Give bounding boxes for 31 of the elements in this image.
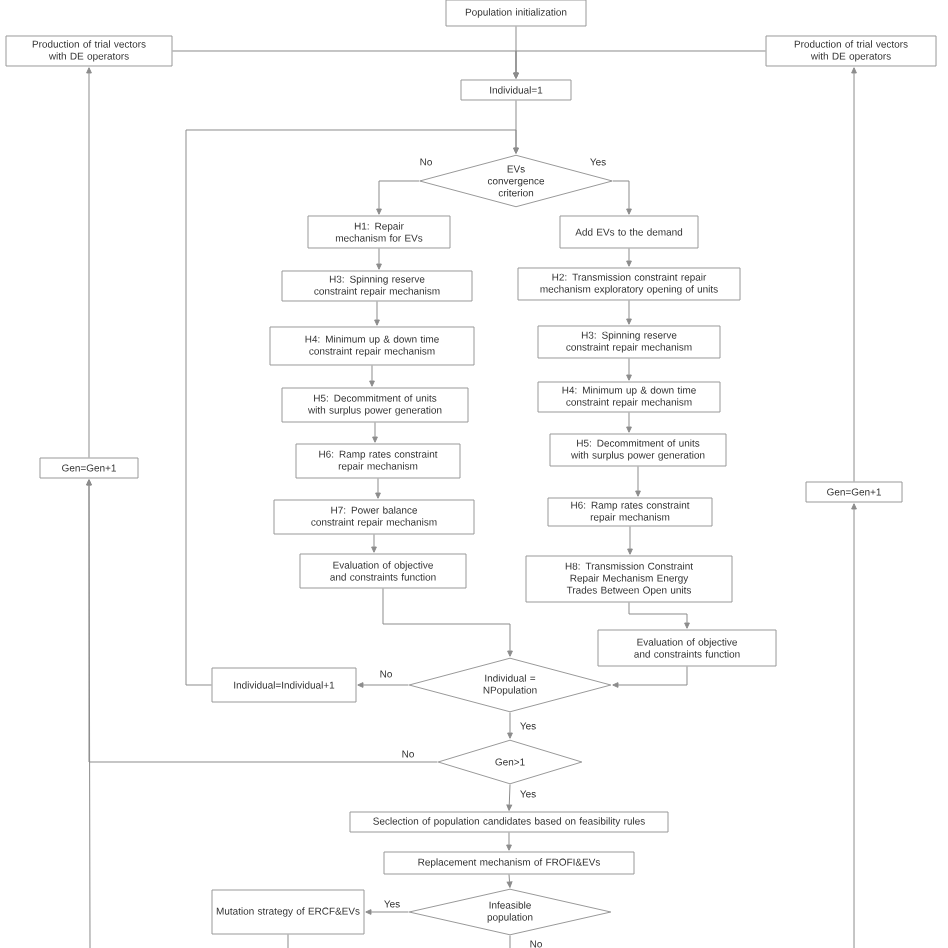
arrow — [369, 365, 375, 387]
arrow — [627, 526, 633, 555]
arrow — [185, 129, 519, 686]
connector-line — [287, 934, 289, 948]
arrow — [506, 874, 513, 888]
arrow — [626, 248, 632, 267]
arrow — [513, 50, 766, 79]
arrow — [626, 358, 632, 381]
arrow — [375, 478, 381, 499]
arrow — [372, 422, 378, 443]
arrow — [506, 784, 513, 811]
arrow — [376, 248, 382, 270]
arrow — [382, 588, 513, 657]
arrow — [612, 180, 632, 215]
arrow — [612, 666, 688, 688]
arrow — [374, 301, 380, 326]
arrow — [86, 479, 92, 948]
arrow — [365, 909, 409, 915]
arrow — [506, 832, 512, 851]
arrow — [635, 466, 641, 497]
arrow — [507, 712, 513, 739]
arrow — [626, 412, 632, 433]
connector-line — [509, 935, 511, 948]
arrow — [851, 67, 857, 482]
arrow — [628, 602, 690, 629]
arrow — [376, 180, 420, 215]
arrow — [357, 682, 409, 688]
arrow — [626, 300, 632, 325]
arrow — [86, 67, 92, 458]
arrow — [851, 503, 857, 948]
arrow — [371, 534, 377, 553]
